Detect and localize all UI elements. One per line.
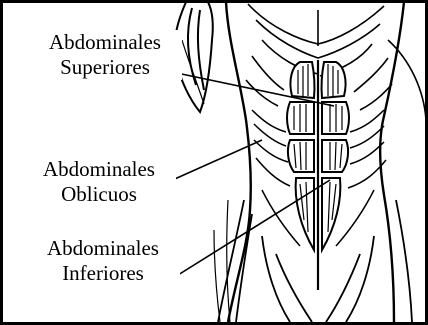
label-oblicuos-line1: Abdominales [24, 157, 174, 182]
leader-oblicuos [168, 140, 262, 182]
label-oblicuos-line2: Oblicuos [24, 182, 174, 207]
label-inferiores-line1: Abdominales [28, 236, 178, 261]
label-abdominales-oblicuos: Abdominales Oblicuos [22, 157, 176, 207]
label-inferiores-line2: Inferiores [28, 261, 178, 286]
label-abdominales-superiores: Abdominales Superiores [28, 30, 182, 80]
label-abdominales-inferiores: Abdominales Inferiores [26, 236, 180, 286]
label-superiores-line2: Superiores [30, 55, 180, 80]
label-superiores-line1: Abdominales [30, 30, 180, 55]
